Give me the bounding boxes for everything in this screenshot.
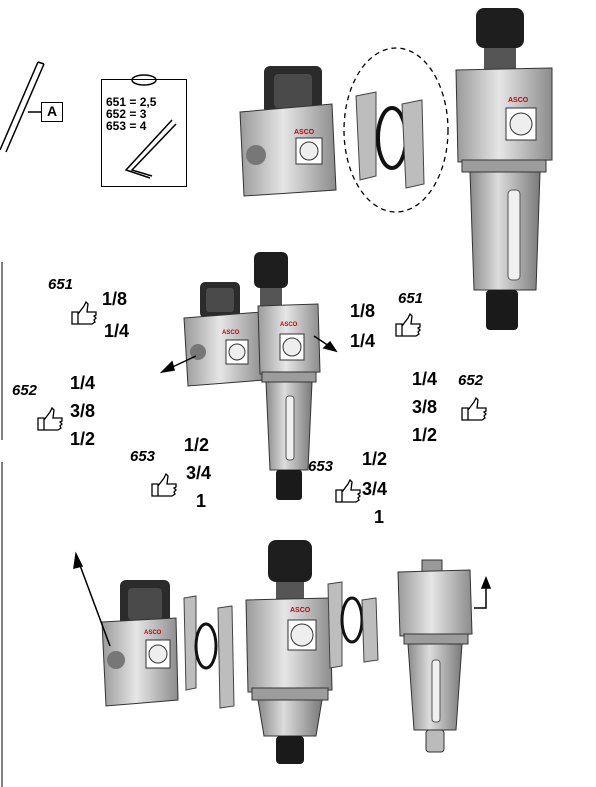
model-label: 653 (308, 458, 334, 475)
port-size: 1 (196, 491, 207, 511)
key-row: 653 = 4 (106, 119, 147, 133)
svg-text:ASCO: ASCO (222, 330, 240, 336)
thumbs-up-icon (37, 300, 487, 503)
model-label: 652 (12, 382, 38, 399)
hex-key-icon (0, 61, 45, 153)
arrow-icon (73, 551, 492, 647)
key-box-graphic (124, 74, 177, 179)
port-size: 1/2 (184, 435, 210, 455)
port-size: 1/4 (350, 331, 376, 351)
key-row: 651 = 2,5 (106, 95, 157, 109)
svg-text:ASCO: ASCO (294, 129, 315, 136)
port-size: 3/4 (362, 479, 388, 499)
port-size: 1 (374, 507, 385, 527)
port-size: 3/8 (412, 397, 438, 417)
port-size: 1/4 (70, 373, 96, 393)
port-size: 3/4 (186, 463, 212, 483)
model-label: 651 (398, 290, 424, 307)
svg-text:ASCO: ASCO (508, 97, 529, 104)
port-size: 1/4 (412, 369, 438, 389)
model-label: 651 (48, 276, 74, 293)
svg-text:ASCO: ASCO (280, 322, 298, 328)
svg-text:ASCO: ASCO (290, 607, 311, 614)
port-size: 1/2 (70, 429, 96, 449)
bottom-assembly: ASCO ASCO (101, 540, 473, 764)
port-size: 3/8 (70, 401, 96, 421)
top-assembly: ASCO ASCO (239, 8, 553, 330)
arrow-icon (159, 335, 338, 374)
model-label: 652 (458, 372, 484, 389)
port-size: 1/2 (362, 449, 388, 469)
port-size: 1/8 (102, 289, 128, 309)
model-label: 653 (130, 448, 156, 465)
key-row: 652 = 3 (106, 107, 147, 121)
svg-text:ASCO: ASCO (144, 630, 162, 636)
port-size: 1/2 (412, 425, 438, 445)
port-size: 1/8 (350, 301, 376, 321)
middle-assembly: ASCO ASCO (183, 252, 321, 500)
key-size-table: 651 = 2,5 652 = 3 653 = 4 (101, 79, 187, 187)
port-size: 1/4 (104, 321, 130, 341)
tool-callout-label: A (41, 102, 63, 122)
